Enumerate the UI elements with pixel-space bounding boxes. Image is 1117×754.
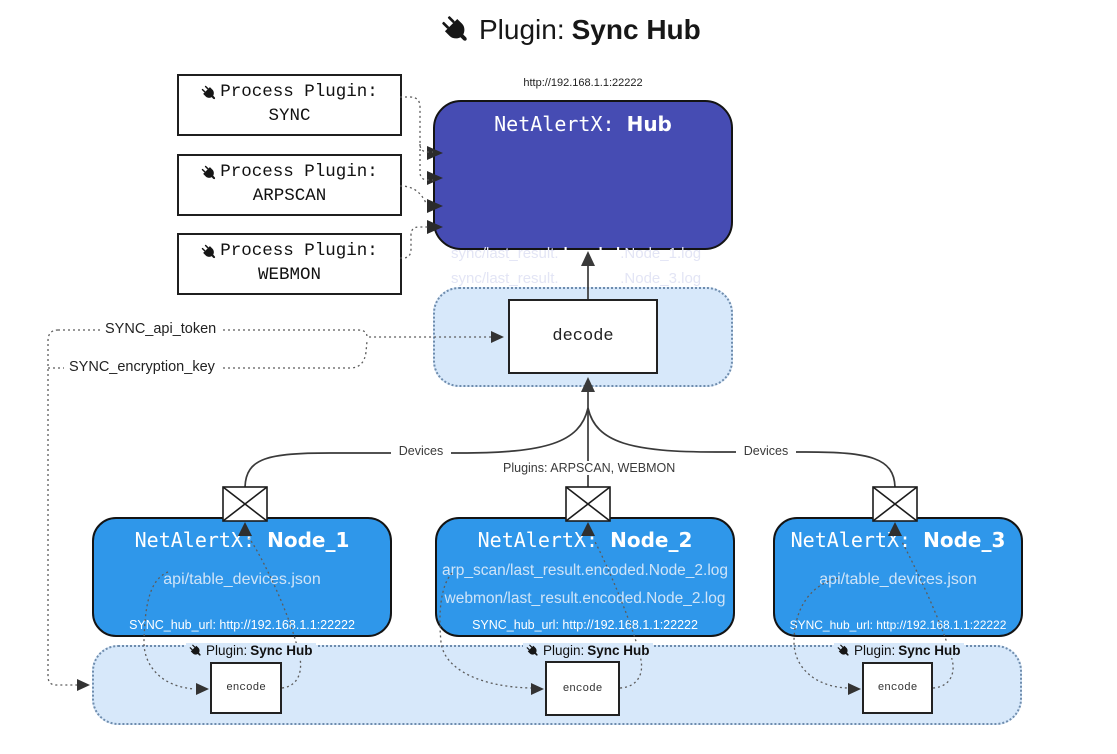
sync-encryption-key-label: SYNC_encryption_key bbox=[64, 359, 220, 375]
node-file: arp_scan/last_result.encoded.Node_2.log bbox=[441, 562, 729, 579]
sync-to-hub-line-1 bbox=[400, 96, 433, 153]
plugin-label-name: Sync Hub bbox=[587, 643, 650, 658]
envelope-flap-line bbox=[565, 486, 611, 522]
node-title: NetAlertX: Node_2 bbox=[437, 528, 733, 552]
arrowhead-into-bottom-panel bbox=[77, 679, 90, 691]
webmon-to-hub-line bbox=[400, 226, 430, 259]
process-plugin-label-row: Process Plugin: bbox=[201, 81, 378, 105]
plug-icon bbox=[435, 8, 479, 52]
hub-url-label: http://192.168.1.1:22222 bbox=[523, 77, 643, 89]
encode-label: encode bbox=[877, 682, 918, 694]
devices-edge-label-left: Devices bbox=[391, 444, 451, 458]
node-box-2: NetAlertX: Node_2 arp_scan/last_result.e… bbox=[435, 517, 735, 637]
node-hub-url: SYNC_hub_url: http://192.168.1.1:22222 bbox=[129, 618, 355, 632]
plug-icon bbox=[523, 641, 543, 661]
plugins-edge-label: Plugins: ARPSCAN, WEBMON bbox=[503, 461, 676, 475]
hub-log-line: sync/last_result.decoded.Node_1.log bbox=[451, 245, 701, 262]
hub-title-prefix: NetAlertX: bbox=[494, 112, 615, 136]
devices-edge-label-right: Devices bbox=[736, 444, 796, 458]
page-title: Plugin: Sync Hub bbox=[441, 14, 701, 46]
encode-box-2: encode bbox=[545, 661, 620, 716]
envelope-flap-line bbox=[872, 486, 918, 522]
node-title-prefix: NetAlertX: bbox=[477, 528, 599, 552]
plug-icon bbox=[198, 81, 222, 105]
envelope-icon bbox=[565, 486, 611, 522]
plugin-label-name: Sync Hub bbox=[898, 643, 961, 658]
process-plugin-name: ARPSCAN bbox=[252, 186, 327, 206]
node-title: NetAlertX: Node_3 bbox=[775, 528, 1021, 552]
process-plugin-name: WEBMON bbox=[257, 265, 321, 285]
envelope-flap-line bbox=[565, 486, 611, 522]
envelope-icon bbox=[222, 486, 268, 522]
decode-box: decode bbox=[508, 299, 658, 374]
sync-api-token-label: SYNC_api_token bbox=[100, 321, 222, 337]
sync-to-hub-line-2 bbox=[419, 144, 433, 181]
process-plugin-label-row: Process Plugin: bbox=[201, 161, 378, 185]
plugin-label-prefix: Plugin: bbox=[206, 643, 248, 658]
encode-label: encode bbox=[562, 682, 603, 695]
log-bold: decoded bbox=[558, 245, 621, 262]
hub-title-name: Hub bbox=[626, 112, 672, 136]
page-title-name: Sync Hub bbox=[571, 14, 701, 45]
process-plugin-label: Process Plugin: bbox=[220, 241, 378, 262]
process-plugin-label: Process Plugin: bbox=[220, 82, 378, 103]
hub-log-line: sync/last_result.decoded.Node_3.log bbox=[451, 270, 701, 287]
process-plugin-label-row: Process Plugin: bbox=[201, 240, 378, 264]
arpscan-to-hub-line bbox=[399, 185, 427, 204]
plugin-label-name: Sync Hub bbox=[250, 643, 313, 658]
encode-box-3: encode bbox=[862, 662, 933, 714]
plug-icon bbox=[198, 161, 222, 185]
node-file: api/table_devices.json bbox=[163, 571, 321, 588]
hub-box: NetAlertX: Hub sync/last_result.decoded.… bbox=[433, 100, 733, 336]
process-plugin-label: Process Plugin: bbox=[220, 162, 378, 183]
node-box-3: NetAlertX: Node_3 api/table_devices.json… bbox=[773, 517, 1023, 637]
decode-label: decode bbox=[552, 327, 614, 346]
encryption-key-drop-line bbox=[47, 329, 77, 686]
process-plugin-box-arpscan: Process Plugin: ARPSCAN bbox=[177, 154, 402, 216]
node-title-name: Node_1 bbox=[267, 528, 350, 552]
plug-icon bbox=[834, 641, 854, 661]
log-bold: decoded bbox=[558, 270, 621, 287]
log-pre: sync/last_result. bbox=[451, 245, 559, 262]
node-hub-url: SYNC_hub_url: http://192.168.1.1:22222 bbox=[789, 618, 1007, 632]
hub-title: NetAlertX: Hub bbox=[435, 112, 731, 136]
envelope-flap-line bbox=[872, 486, 918, 522]
encode-label: encode bbox=[226, 682, 266, 694]
plugin-label-prefix: Plugin: bbox=[543, 643, 585, 658]
process-plugin-box-sync: Process Plugin: SYNC bbox=[177, 74, 402, 136]
envelope-flap-line bbox=[222, 486, 268, 522]
node-title: NetAlertX: Node_1 bbox=[94, 528, 390, 552]
node-hub-url: SYNC_hub_url: http://192.168.1.1:22222 bbox=[472, 618, 698, 632]
encode-box-1: encode bbox=[210, 662, 282, 714]
plug-icon bbox=[186, 641, 206, 661]
plug-icon bbox=[198, 240, 222, 264]
process-plugin-box-webmon: Process Plugin: WEBMON bbox=[177, 233, 402, 295]
node-title-prefix: NetAlertX: bbox=[790, 528, 912, 552]
node-file: api/table_devices.json bbox=[819, 571, 977, 588]
sync-hub-plugin-label-1: Plugin: Sync Hub bbox=[186, 643, 316, 658]
process-plugin-name: SYNC bbox=[268, 106, 311, 126]
sync-hub-plugin-label-2: Plugin: Sync Hub bbox=[523, 643, 653, 658]
log-pre: sync/last_result. bbox=[451, 270, 559, 287]
node-box-1: NetAlertX: Node_1 api/table_devices.json… bbox=[92, 517, 392, 637]
page-title-prefix: Plugin: bbox=[479, 14, 565, 45]
node-title-prefix: NetAlertX: bbox=[134, 528, 256, 552]
log-post: .Node_1.log bbox=[620, 245, 702, 262]
plugin-label-prefix: Plugin: bbox=[854, 643, 896, 658]
envelope-icon bbox=[872, 486, 918, 522]
node-file: webmon/last_result.encoded.Node_2.log bbox=[444, 590, 726, 607]
envelope-icons bbox=[222, 486, 918, 522]
node-title-name: Node_3 bbox=[923, 528, 1006, 552]
envelope-flap-line bbox=[222, 486, 268, 522]
log-post: .Node_3.log bbox=[620, 270, 702, 287]
sync-hub-plugin-label-3: Plugin: Sync Hub bbox=[834, 643, 964, 658]
node-title-name: Node_2 bbox=[610, 528, 693, 552]
